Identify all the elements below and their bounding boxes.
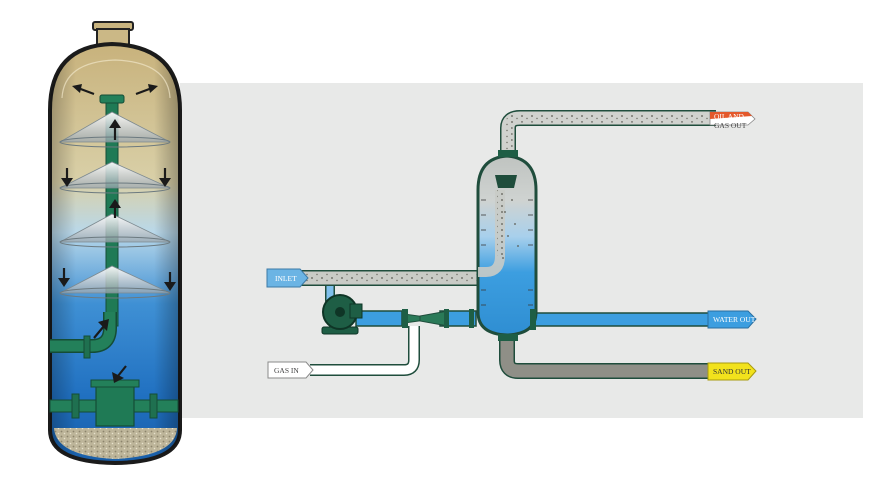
- water-out-label: WATER OUT: [713, 315, 756, 324]
- ejector-icon: [402, 309, 474, 328]
- sand-out-label: SAND OUT: [713, 367, 751, 376]
- oil-gas-out-pipe: [500, 110, 716, 160]
- inlet-label-tag: INLET: [266, 268, 309, 288]
- separator-cutaway-illustration: [48, 21, 182, 466]
- sand-out-label-tag: SAND OUT: [707, 362, 757, 381]
- water-out-pipe: [534, 312, 716, 327]
- inlet-label: INLET: [275, 274, 297, 283]
- separator-vessel: [476, 150, 538, 341]
- gas-out-label: GAS OUT: [714, 121, 747, 130]
- oil-and-label: OIL AND: [714, 112, 745, 121]
- gas-in-pipe: [310, 326, 420, 376]
- sand-out-pipe: [499, 336, 716, 379]
- water-out-label-tag: WATER OUT: [707, 310, 757, 329]
- oil-gas-out-label-tag: OIL AND GAS OUT: [709, 111, 756, 130]
- pump-icon: [321, 294, 363, 335]
- gas-in-label: GAS IN: [274, 366, 299, 375]
- gas-in-label-tag: GAS IN: [267, 361, 314, 379]
